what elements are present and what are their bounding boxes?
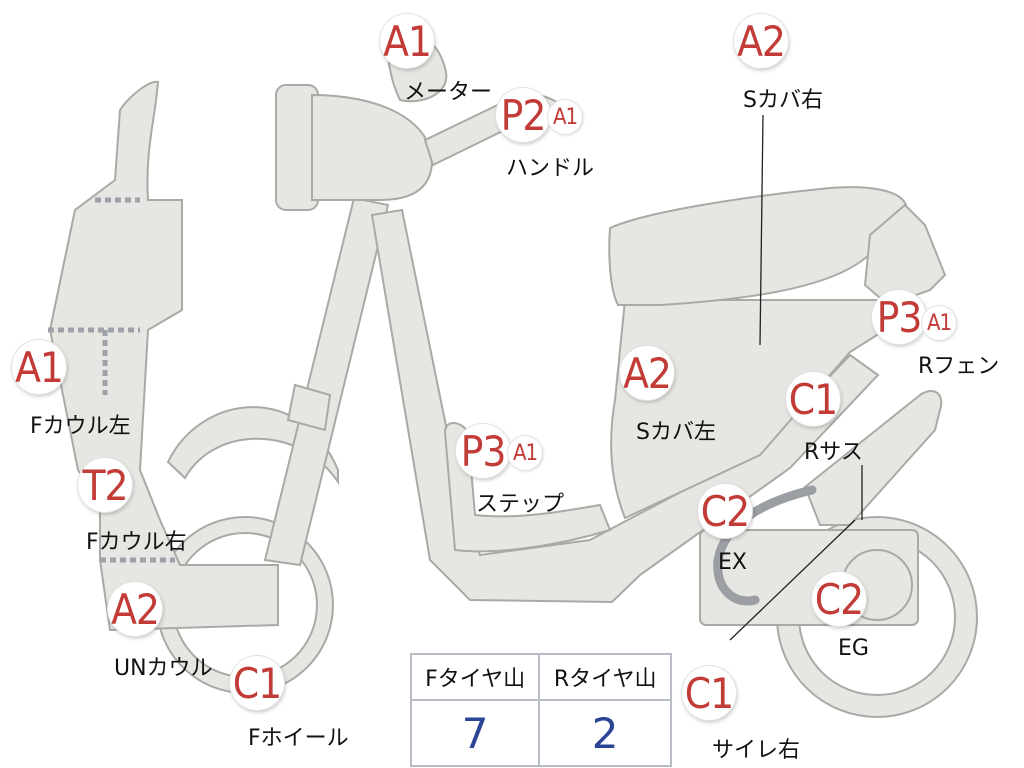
front-fender	[166, 406, 339, 486]
f-wheel-code-badge: C1	[230, 656, 284, 710]
handle-label: ハンドル	[506, 156, 595, 181]
scover-right-label: Sカバ右	[743, 88, 823, 113]
meter-label: メーター	[404, 80, 493, 105]
r-fender-sub-badge: A1	[922, 306, 956, 340]
engine-label: EG	[838, 636, 869, 661]
un-cowl-code-badge: A2	[108, 582, 162, 636]
f-tire-value: 7	[409, 699, 541, 767]
step-sub-badge: A1	[508, 436, 542, 470]
f-tire-header: Fタイヤ山	[409, 653, 541, 701]
scover-left-label: Sカバ左	[636, 420, 716, 445]
fcowl-right-label: Fカウル右	[86, 530, 187, 555]
leader-silencer	[729, 519, 856, 641]
tire-tread-table: Fタイヤ山 Rタイヤ山 7 2	[409, 653, 672, 767]
front-fork	[263, 196, 390, 567]
handle-sub-badge: A1	[548, 100, 582, 134]
rear-suspension	[803, 390, 943, 526]
fcowl-left-label: Fカウル左	[30, 414, 131, 439]
steering-tube	[286, 383, 332, 432]
fcowl-right-code-badge: T2	[78, 458, 132, 512]
engine-code-badge: C2	[812, 572, 866, 626]
f-wheel-label: Fホイール	[248, 726, 349, 751]
floor-step	[443, 422, 612, 553]
seat	[608, 186, 908, 306]
step-label: ステップ	[476, 492, 565, 517]
handle-code-badge: P2	[496, 88, 550, 142]
r-tire-value: 2	[538, 699, 672, 767]
leader-scover-right	[759, 114, 764, 346]
silencer-right-code-badge: C1	[682, 666, 736, 720]
exhaust-code-badge: C2	[698, 484, 752, 538]
fcowl-left-code-badge: A1	[12, 340, 66, 394]
un-cowl-label: UNカウル	[114, 656, 213, 681]
rear-tail	[863, 203, 947, 307]
r-fender-code-badge: P3	[872, 290, 926, 344]
handle-cowl	[311, 93, 434, 201]
r-fender-label: Rフェン	[918, 354, 1000, 379]
meter-code-badge: A1	[380, 14, 434, 68]
exhaust-pipe	[713, 485, 817, 606]
scover-right-code-badge: A2	[734, 14, 788, 68]
r-tire-header: Rタイヤ山	[538, 653, 672, 701]
r-suspension-label: Rサス	[804, 440, 863, 465]
step-code-badge: P3	[456, 424, 510, 478]
exhaust-label: EX	[718, 550, 747, 575]
r-suspension-code-badge: C1	[786, 372, 840, 426]
silencer-right-label: サイレ右	[712, 738, 801, 763]
scover-left-code-badge: A2	[620, 346, 674, 400]
